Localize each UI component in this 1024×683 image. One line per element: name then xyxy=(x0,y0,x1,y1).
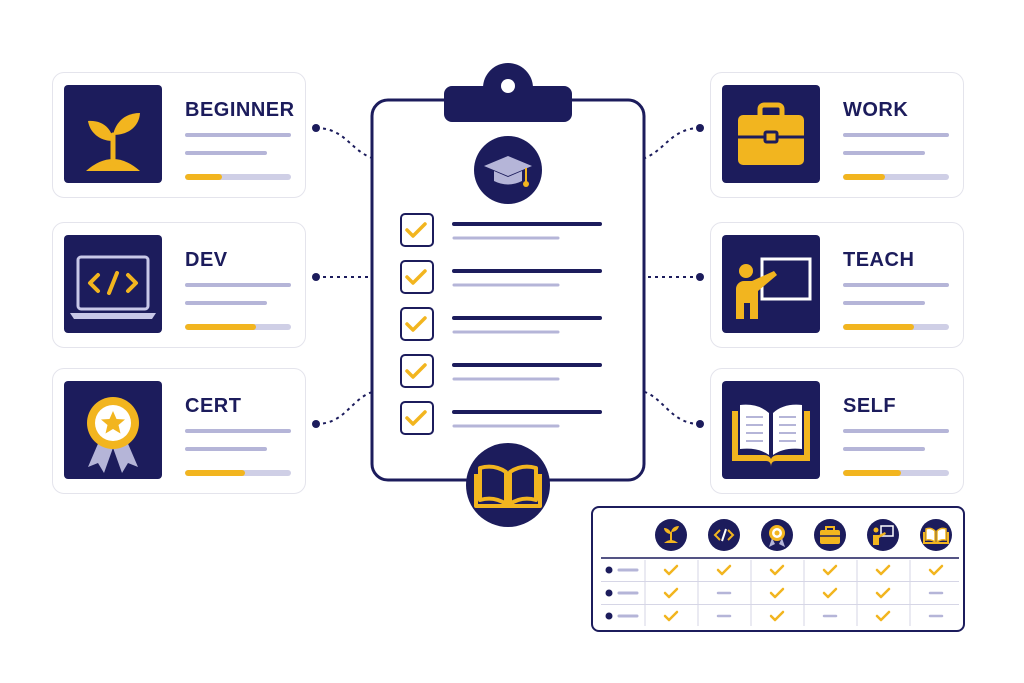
text-placeholder-line xyxy=(843,447,925,451)
text-placeholder-line xyxy=(843,283,949,287)
text-placeholder-line xyxy=(185,429,291,433)
table-row xyxy=(605,564,944,576)
progress-bar xyxy=(185,470,291,476)
table-row xyxy=(605,610,944,622)
checkmark-icon xyxy=(663,564,679,576)
award-ribbon-icon xyxy=(64,381,162,479)
checkmark-icon xyxy=(663,587,679,599)
checkmark-icon xyxy=(405,410,427,426)
card-beginner[interactable]: BEGINNER xyxy=(52,72,306,198)
card-dev[interactable]: DEV xyxy=(52,222,306,348)
laptop-code-icon xyxy=(64,235,162,333)
text-placeholder-line xyxy=(843,301,925,305)
progress-bar xyxy=(843,174,949,180)
card-label: WORK xyxy=(843,99,909,121)
checkmark-icon xyxy=(822,564,838,576)
checkmark-icon xyxy=(875,564,891,576)
clipboard-clip-icon xyxy=(444,63,572,122)
briefcase-icon xyxy=(814,519,846,551)
checklist-item xyxy=(400,260,602,294)
award-ribbon-icon xyxy=(761,519,793,551)
card-label: DEV xyxy=(185,249,228,271)
row-bullet xyxy=(605,589,613,597)
checkmark-icon xyxy=(769,587,785,599)
text-placeholder-line xyxy=(843,429,949,433)
teacher-board-icon xyxy=(867,519,899,551)
progress-bar xyxy=(843,324,949,330)
checkmark-icon xyxy=(928,564,944,576)
laptop-code-icon xyxy=(708,519,740,551)
card-label: CERT xyxy=(185,395,242,417)
checkmark-icon xyxy=(716,564,732,576)
checklist-item xyxy=(400,354,602,388)
text-placeholder-line xyxy=(185,133,291,137)
connector-dot xyxy=(696,124,704,132)
text-placeholder-line xyxy=(185,301,267,305)
table-row xyxy=(605,587,944,599)
checklist-item xyxy=(400,401,602,435)
card-work[interactable]: WORK xyxy=(710,72,964,198)
teacher-board-icon xyxy=(722,235,820,333)
connector-dot xyxy=(312,124,320,132)
card-cert[interactable]: CERT xyxy=(52,368,306,494)
checkmark-icon xyxy=(405,316,427,332)
checkmark-icon xyxy=(822,587,838,599)
text-placeholder-line xyxy=(185,151,267,155)
card-label: BEGINNER xyxy=(185,99,295,121)
connector-dot xyxy=(312,420,320,428)
progress-bar xyxy=(185,174,291,180)
open-book-icon xyxy=(920,519,952,551)
checkmark-icon xyxy=(405,222,427,238)
row-bullet xyxy=(605,612,613,620)
checkmark-icon xyxy=(769,564,785,576)
sprout-icon xyxy=(655,519,687,551)
row-bullet xyxy=(605,566,613,574)
sprout-icon xyxy=(64,85,162,183)
text-placeholder-line xyxy=(185,283,291,287)
briefcase-icon xyxy=(722,85,820,183)
checklist-item xyxy=(400,213,602,247)
open-book-icon xyxy=(722,381,820,479)
card-label: SELF xyxy=(843,395,897,417)
text-placeholder-line xyxy=(185,447,267,451)
checkmark-icon xyxy=(875,610,891,622)
text-placeholder-line xyxy=(843,133,949,137)
checkmark-icon xyxy=(663,610,679,622)
checkmark-icon xyxy=(769,610,785,622)
text-placeholder-line xyxy=(843,151,925,155)
card-self[interactable]: SELF xyxy=(710,368,964,494)
progress-bar xyxy=(843,470,949,476)
connector-dot xyxy=(312,273,320,281)
progress-bar xyxy=(185,324,291,330)
card-label: TEACH xyxy=(843,249,915,271)
checkmark-icon xyxy=(405,363,427,379)
graduation-cap-icon xyxy=(474,136,542,204)
checkmark-icon xyxy=(875,587,891,599)
checkmark-icon xyxy=(405,269,427,285)
checklist-item xyxy=(400,307,602,341)
connector-dot xyxy=(696,273,704,281)
connector-dot xyxy=(696,420,704,428)
comparison-matrix xyxy=(591,506,965,632)
card-teach[interactable]: TEACH xyxy=(710,222,964,348)
open-book-icon xyxy=(466,443,550,527)
